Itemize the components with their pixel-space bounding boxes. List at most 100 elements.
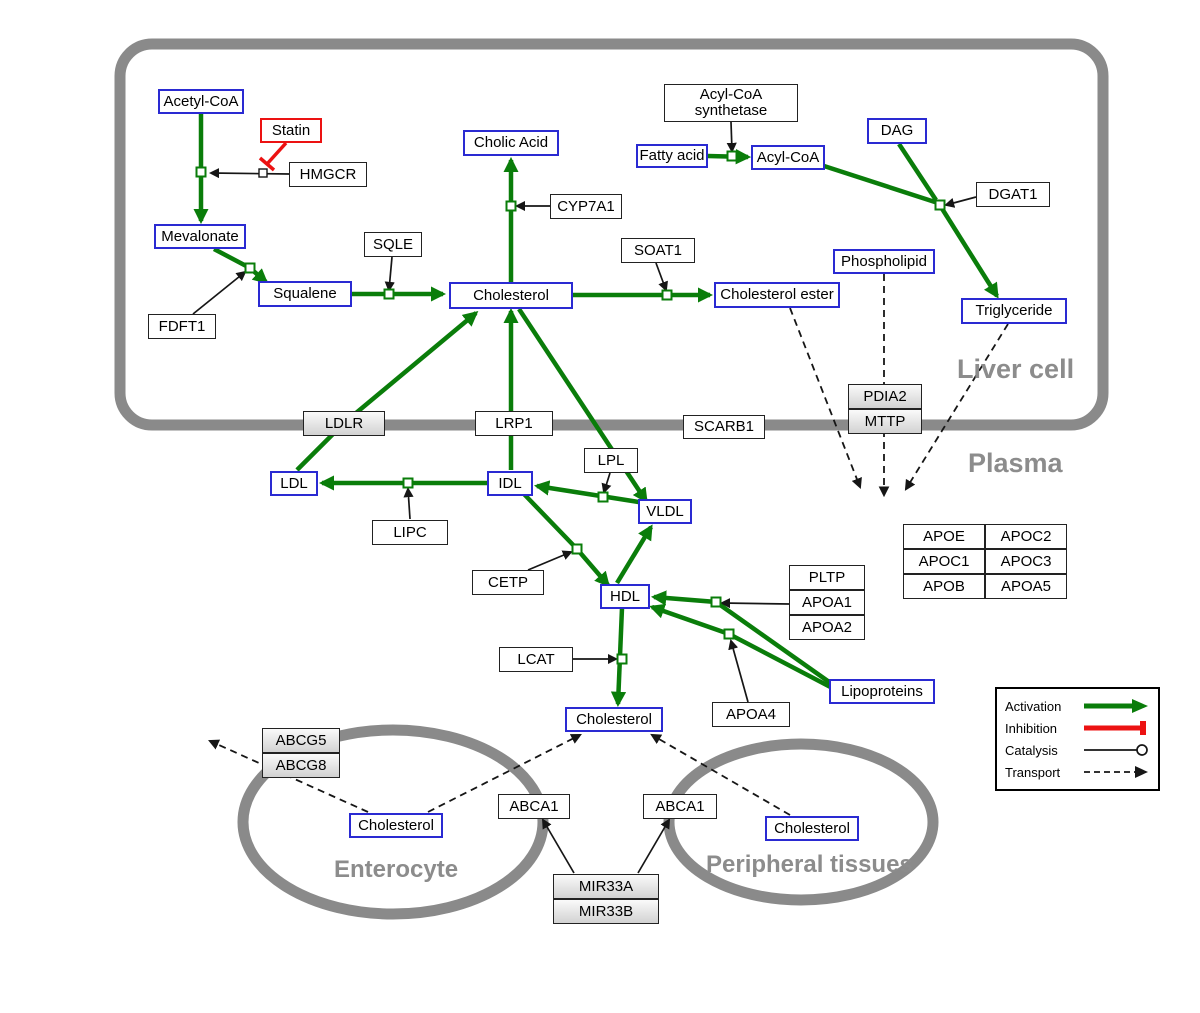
- reaction-node: [571, 543, 583, 555]
- legend-row-transport: Transport: [1005, 761, 1150, 783]
- node-cholesterol-liver[interactable]: Cholesterol: [449, 282, 573, 309]
- node-abcg8[interactable]: ABCG8: [262, 753, 340, 778]
- legend-catalysis-label: Catalysis: [1005, 742, 1058, 758]
- node-lrp1[interactable]: LRP1: [475, 411, 553, 436]
- apolipoprotein-table: APOE APOC2 APOC1 APOC3 APOB APOA5: [903, 524, 1067, 599]
- edge-mir33-abca1-left: [541, 818, 575, 874]
- inhibition-tbar-icon: [1084, 721, 1146, 735]
- edge-fdft1-catalysis: [192, 270, 247, 315]
- node-ldl[interactable]: LDL: [270, 471, 318, 496]
- node-cholesterol-ester[interactable]: Cholesterol ester: [714, 282, 840, 308]
- node-vldl[interactable]: VLDL: [638, 499, 692, 524]
- node-idl[interactable]: IDL: [487, 471, 533, 496]
- node-mevalonate[interactable]: Mevalonate: [154, 224, 246, 249]
- reaction-node: [244, 262, 256, 274]
- edge-hdl-vldl: [615, 524, 653, 585]
- node-soat1[interactable]: SOAT1: [621, 238, 695, 263]
- node-phospholipid[interactable]: Phospholipid: [833, 249, 935, 274]
- node-abca1-right[interactable]: ABCA1: [643, 794, 717, 819]
- node-fdft1[interactable]: FDFT1: [148, 314, 216, 339]
- node-cholesterol-enterocyte[interactable]: Cholesterol: [349, 813, 443, 838]
- edge-sqle-catalysis: [384, 256, 395, 293]
- edge-lipc-catalysis: [403, 486, 414, 520]
- reaction-node: [934, 199, 946, 211]
- node-abca1-left[interactable]: ABCA1: [498, 794, 570, 819]
- legend-row-activation: Activation: [1005, 695, 1150, 717]
- edge-statin-inhibition: [265, 141, 288, 166]
- legend-row-catalysis: Catalysis: [1005, 739, 1150, 761]
- edge-enterocyte-cholesterol-transport: [427, 734, 582, 813]
- apo-cell-apoa5[interactable]: APOA5: [985, 574, 1067, 599]
- node-apoa4[interactable]: APOA4: [712, 702, 790, 727]
- transport-dashed-arrow-icon: [1084, 766, 1148, 778]
- edge-dgat1-catalysis: [944, 196, 977, 208]
- enzyme-anchor-node: [258, 168, 268, 178]
- node-hdl[interactable]: HDL: [600, 584, 650, 609]
- legend-row-inhibition: Inhibition: [1005, 717, 1150, 739]
- node-lcat[interactable]: LCAT: [499, 647, 573, 672]
- apo-cell-apoe[interactable]: APOE: [903, 524, 985, 549]
- node-cholesterol-plasma[interactable]: Cholesterol: [565, 707, 663, 732]
- node-acyl-coa[interactable]: Acyl-CoA: [751, 145, 825, 170]
- apo-cell-apob[interactable]: APOB: [903, 574, 985, 599]
- apo-cell-apoc2[interactable]: APOC2: [985, 524, 1067, 549]
- peripheral-tissues-label: Peripheral tissues: [706, 851, 913, 878]
- node-scarb1[interactable]: SCARB1: [683, 415, 765, 439]
- node-pltp[interactable]: PLTP: [789, 565, 865, 590]
- legend-transport-label: Transport: [1005, 764, 1061, 780]
- node-cholic-acid[interactable]: Cholic Acid: [463, 130, 559, 156]
- node-ldlr[interactable]: LDLR: [303, 411, 385, 436]
- node-dgat1[interactable]: DGAT1: [976, 182, 1050, 207]
- node-apoa2[interactable]: APOA2: [789, 615, 865, 640]
- node-lpl[interactable]: LPL: [584, 448, 638, 473]
- node-squalene[interactable]: Squalene: [258, 281, 352, 307]
- node-hmgcr[interactable]: HMGCR: [289, 162, 367, 187]
- node-mir33b[interactable]: MIR33B: [553, 899, 659, 924]
- edge-apoa4-catalysis: [728, 639, 749, 703]
- edge-triglyceride-transport: [904, 323, 1009, 491]
- node-cyp7a1[interactable]: CYP7A1: [550, 194, 622, 219]
- node-apoa1[interactable]: APOA1: [789, 590, 865, 615]
- edge-peripheral-cholesterol-transport: [650, 733, 791, 816]
- reaction-node: [402, 477, 414, 489]
- plasma-label: Plasma: [968, 448, 1063, 478]
- reaction-node: [616, 653, 628, 665]
- node-statin[interactable]: Statin: [260, 118, 322, 143]
- edge-acylcoa-dgat1: [823, 163, 939, 206]
- node-pdia2[interactable]: PDIA2: [848, 384, 922, 409]
- liver-cell-label: Liver cell: [957, 354, 1075, 384]
- node-cholesterol-peripheral[interactable]: Cholesterol: [765, 816, 859, 841]
- node-cetp[interactable]: CETP: [472, 570, 544, 595]
- node-triglyceride[interactable]: Triglyceride: [961, 298, 1067, 324]
- catalysis-circle-icon: [1084, 744, 1148, 756]
- enterocyte-label: Enterocyte: [334, 856, 459, 883]
- statin-inhibition-tbar: [258, 156, 276, 172]
- node-abcg5[interactable]: ABCG5: [262, 728, 340, 753]
- edge-cetp-catalysis: [527, 550, 573, 571]
- apo-cell-apoc3[interactable]: APOC3: [985, 549, 1067, 574]
- liver-cell-membrane: [114, 38, 1109, 431]
- edge-cholesterolester-transport: [789, 307, 862, 490]
- node-sqle[interactable]: SQLE: [364, 232, 422, 257]
- apo-cell-apoc1[interactable]: APOC1: [903, 549, 985, 574]
- reaction-node: [195, 166, 207, 178]
- edge-acylcoa-synthetase-catalysis: [726, 121, 737, 154]
- node-lipoproteins[interactable]: Lipoproteins: [829, 679, 935, 704]
- node-mttp[interactable]: MTTP: [848, 409, 922, 434]
- reaction-node: [505, 200, 517, 212]
- node-mir33a[interactable]: MIR33A: [553, 874, 659, 899]
- edge-hmgcr-catalysis: [208, 168, 290, 179]
- node-lipc[interactable]: LIPC: [372, 520, 448, 545]
- reaction-node: [597, 491, 609, 503]
- reaction-node: [661, 289, 673, 301]
- reaction-node: [710, 596, 722, 608]
- node-acetyl-coa[interactable]: Acetyl-CoA: [158, 89, 244, 114]
- node-dag[interactable]: DAG: [867, 118, 927, 144]
- edge-lpl-catalysis: [601, 472, 612, 494]
- node-fatty-acid[interactable]: Fatty acid: [636, 144, 708, 168]
- edge-vldl-idl: [533, 480, 646, 506]
- node-acyl-coa-synthetase[interactable]: Acyl-CoA synthetase: [664, 84, 798, 122]
- edge-mir33-abca1-right: [637, 818, 671, 874]
